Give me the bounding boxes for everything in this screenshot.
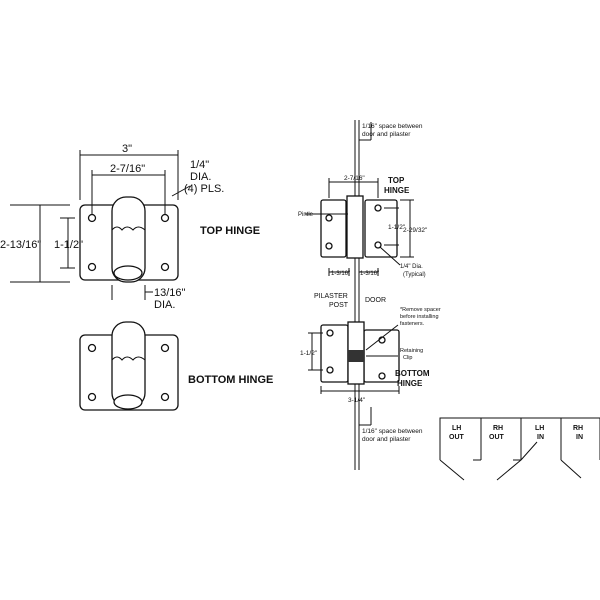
dim-width: 3-1/4" (348, 397, 366, 404)
dim-spacing: 1-1/2" (300, 350, 318, 357)
hole-dia-label: DIA. (190, 171, 211, 183)
swing-lh-out: LH (452, 425, 461, 432)
gap-note: 1/16" space between (362, 428, 423, 435)
swing-rh-out: RH (493, 425, 503, 432)
bottom-hinge-title: HINGE (397, 379, 423, 388)
gap-note: door and pilaster (362, 436, 411, 443)
pilaster-label: POST (329, 302, 349, 309)
top-hinge-title: TOP (388, 176, 405, 185)
dim-left: 1-3/16" (331, 271, 350, 277)
door-label: DOOR (365, 297, 386, 304)
dim-right: 1-3/16" (360, 271, 379, 277)
door-swing-diagram: LH OUT RH OUT LH IN RH IN (439, 417, 600, 481)
dim-spacing: 1-1/2" (54, 239, 83, 251)
dim-width: 2-7/16" (344, 175, 365, 182)
swing-rh-out: OUT (489, 434, 505, 441)
pilaster-label: PILASTER (314, 293, 348, 300)
dim-centers: 2-7/16" (110, 163, 145, 175)
gap-note: door and pilaster (362, 131, 411, 138)
dim-width: 3" (122, 143, 132, 155)
swing-lh-in: LH (535, 425, 544, 432)
swing-lh-out: OUT (449, 434, 465, 441)
dim-height: 2-29/32" (403, 227, 428, 234)
spacer-note: fasteners. (400, 321, 425, 327)
top-hinge-title: TOP HINGE (200, 225, 260, 237)
hole-dia-label: (4) PLS. (184, 183, 224, 195)
hole-label: 1/4" Dia. (400, 264, 423, 270)
hole-dia-label: 1/4" (190, 159, 209, 171)
spacer-note: before installing (400, 314, 439, 320)
gap-note: 1/16" space between (362, 123, 423, 130)
installation-view: 1/16" space between door and pilaster 2-… (298, 120, 441, 470)
left-top-hinge: 3" 2-7/16" 1/4" DIA. (4) PLS. 2-13/16" 1… (0, 143, 260, 311)
swing-rh-in: RH (573, 425, 583, 432)
top-hinge-title: HINGE (384, 186, 410, 195)
bottom-hinge-title: BOTTOM (395, 369, 430, 378)
barrel-dia-label: DIA. (154, 299, 175, 311)
clip-label: Clip (403, 355, 412, 361)
dim-spacing: 1-1/2" (388, 224, 406, 231)
clip-label: Retaining (400, 348, 423, 354)
spacer-note: *Remove spacer (400, 307, 441, 313)
pintle-label: Pintle (298, 212, 314, 218)
swing-lh-in: IN (537, 434, 544, 441)
bottom-hinge-title: BOTTOM HINGE (188, 374, 273, 386)
barrel-dia-label: 13/16" (154, 287, 186, 299)
swing-rh-in: IN (576, 434, 583, 441)
left-bottom-hinge: BOTTOM HINGE (79, 321, 273, 411)
hole-label: (Typical) (403, 272, 426, 278)
dim-height: 2-13/16" (0, 239, 41, 251)
